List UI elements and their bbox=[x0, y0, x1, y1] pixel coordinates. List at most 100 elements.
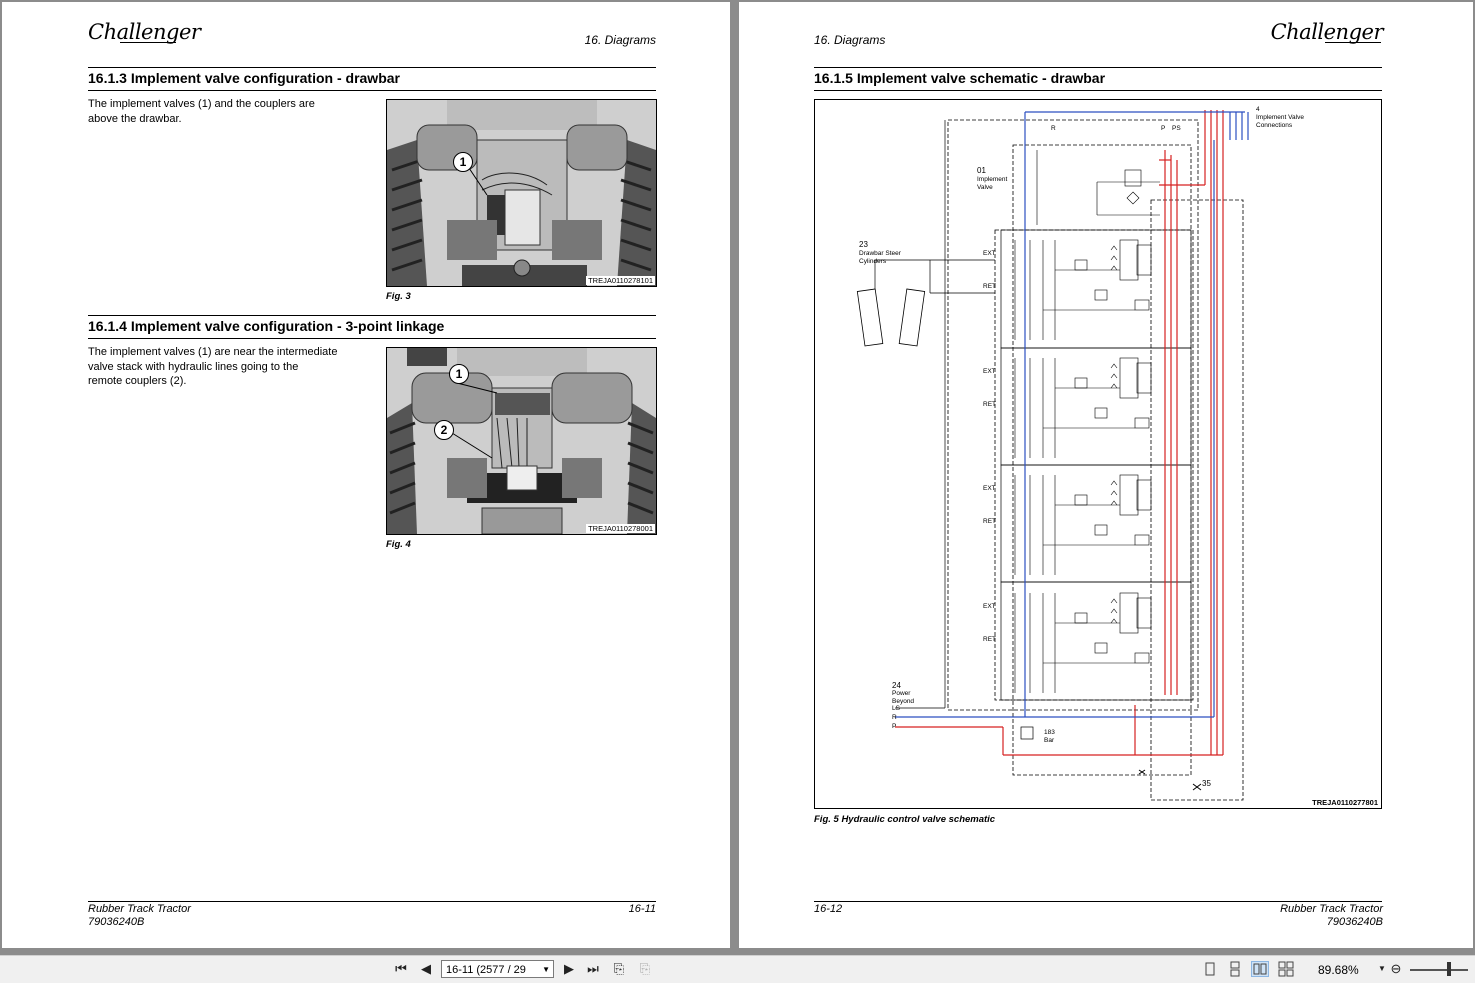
zoom-out-icon[interactable]: ⊖ bbox=[1390, 961, 1402, 976]
label-drawbar-steer-cylinders: Drawbar Steer Cylinders bbox=[859, 250, 901, 265]
section-16-1-4-text: The implement valves (1) are near the in… bbox=[88, 345, 337, 389]
text-line: remote couplers (2). bbox=[88, 375, 187, 387]
label-ret: RET bbox=[983, 401, 996, 408]
footer-doc-number: 79036240B bbox=[88, 916, 145, 928]
next-page-icon[interactable]: ▶ bbox=[564, 961, 574, 976]
label-line: Implement Valve bbox=[1256, 114, 1304, 121]
label-ext: EXT bbox=[983, 368, 996, 375]
prev-page-icon[interactable]: ◀ bbox=[421, 961, 431, 976]
port-r: R bbox=[892, 714, 897, 721]
logo-underline bbox=[120, 42, 176, 43]
label-line: 183 bbox=[1044, 729, 1055, 736]
top-port-r: R bbox=[1051, 125, 1056, 132]
top-port-p: P bbox=[1161, 125, 1166, 132]
two-page-continuous-icon[interactable] bbox=[1277, 961, 1295, 977]
right-page: Challenger 16. Diagrams 16.1.5 Implement… bbox=[739, 2, 1473, 948]
chevron-down-icon[interactable]: ▼ bbox=[542, 965, 550, 974]
zoom-percent: 89.68% bbox=[1318, 963, 1359, 977]
page-number-input[interactable]: 16-11 (2577 / 29 ▼ bbox=[441, 960, 554, 978]
figure-4-caption: Fig. 4 bbox=[386, 539, 411, 550]
page-number: 16-12 bbox=[814, 903, 843, 915]
zoom-value[interactable]: 89.68% bbox=[1318, 963, 1359, 977]
figure-id: TREJA0110277801 bbox=[1310, 798, 1380, 807]
callout-1: 1 bbox=[449, 364, 469, 384]
section-rule bbox=[88, 90, 656, 91]
section-16-1-3-text: The implement valves (1) and the coupler… bbox=[88, 97, 315, 126]
running-head: 16. Diagrams bbox=[584, 33, 656, 47]
zoom-slider[interactable] bbox=[1410, 969, 1468, 971]
last-page-icon[interactable]: ⏭ bbox=[587, 961, 599, 976]
footer-rule bbox=[814, 901, 1382, 902]
label-implement-valve-connections: Implement Valve Connections bbox=[1256, 114, 1304, 129]
footer-doc-number: 79036240B bbox=[1326, 916, 1383, 928]
two-page-icon[interactable] bbox=[1251, 961, 1269, 977]
figure-4-image: 1 2 TREJA0110278001 bbox=[386, 347, 657, 535]
page-number-value: 16-11 (2577 / 29 bbox=[446, 964, 526, 976]
first-page-icon[interactable]: ⏮ bbox=[395, 961, 407, 976]
zoom-dropdown-icon[interactable]: ▼ bbox=[1378, 964, 1386, 973]
figure-3-caption: Fig. 3 bbox=[386, 291, 411, 302]
top-port-ps: PS bbox=[1172, 125, 1181, 132]
label-line: Valve bbox=[977, 183, 993, 191]
label-01: 01 bbox=[977, 166, 986, 175]
label-ret: RET bbox=[983, 518, 996, 525]
label-line: Drawbar Steer bbox=[859, 250, 901, 257]
label-ret: RET bbox=[983, 636, 996, 643]
port-p: P bbox=[892, 723, 897, 730]
footer-rule bbox=[88, 901, 656, 902]
tractor-rear-drawbar-illustration bbox=[387, 100, 656, 286]
left-page: Challenger 16. Diagrams 16.1.3 Implement… bbox=[2, 2, 730, 948]
figure-3-image: 1 TREJA0110278101 bbox=[386, 99, 657, 287]
label-connections-num: 4 bbox=[1256, 106, 1260, 113]
label-line: Connections bbox=[1256, 121, 1293, 129]
label-line: Beyond bbox=[892, 697, 915, 705]
section-title-16-1-4: 16.1.4 Implement valve configuration - 3… bbox=[88, 318, 445, 334]
challenger-logo: Challenger bbox=[88, 20, 201, 44]
text-line: above the drawbar. bbox=[88, 112, 182, 125]
figure-5-caption: Fig. 5 Hydraulic control valve schematic bbox=[814, 814, 996, 825]
label-ext: EXT bbox=[983, 603, 996, 610]
viewer-toolbar: ⏮ ◀ 16-11 (2577 / 29 ▼ ▶ ⏭ ⎘ ⎘ 89.68% ▼ … bbox=[0, 955, 1475, 983]
label-ext: EXT bbox=[983, 485, 996, 492]
header-rule bbox=[814, 67, 1382, 68]
text-line: The implement valves (1) and the coupler… bbox=[88, 98, 315, 110]
figure-id: TREJA0110278001 bbox=[586, 524, 655, 533]
forward-view-icon[interactable]: ⎘ bbox=[639, 961, 651, 976]
label-implement-valve: Implement Valve bbox=[977, 176, 1007, 191]
zoom-slider-thumb[interactable] bbox=[1447, 962, 1451, 976]
logo-underline bbox=[1325, 42, 1381, 43]
text-line: The implement valves (1) are near the in… bbox=[88, 346, 338, 358]
tractor-rear-3-point-illustration bbox=[387, 348, 656, 534]
figure-id: TREJA0110278101 bbox=[586, 276, 655, 285]
label-relief-183-bar: 183 Bar bbox=[1044, 729, 1055, 744]
section-rule bbox=[88, 315, 656, 316]
footer-title: Rubber Track Tractor bbox=[1280, 903, 1383, 915]
text-line: valve stack with hydraulic lines going t… bbox=[88, 360, 299, 373]
label-24: 24 bbox=[892, 681, 901, 690]
footer-title: Rubber Track Tractor bbox=[88, 903, 191, 915]
label-power-beyond: Power Beyond bbox=[892, 690, 914, 705]
page-number: 16-11 bbox=[628, 903, 656, 915]
continuous-icon[interactable] bbox=[1226, 961, 1244, 977]
label-line: Bar bbox=[1044, 736, 1055, 744]
label-line: Cylinders bbox=[859, 257, 887, 265]
hydraulic-schematic: 4 Implement Valve Connections R P PS 01 … bbox=[814, 99, 1382, 809]
section-rule bbox=[88, 338, 656, 339]
single-page-icon[interactable] bbox=[1201, 961, 1219, 977]
section-rule bbox=[814, 90, 1382, 91]
section-title-16-1-3: 16.1.3 Implement valve configuration - d… bbox=[88, 70, 400, 86]
schematic-drawing bbox=[856, 110, 1249, 801]
label-35: 35 bbox=[1202, 779, 1211, 788]
port-ls: LS bbox=[892, 705, 900, 712]
footer-left: Rubber Track Tractor 79036240B bbox=[88, 903, 191, 929]
footer-right: Rubber Track Tractor 79036240B bbox=[1280, 903, 1383, 929]
label-ext: EXT bbox=[983, 250, 996, 257]
label-ret: RET bbox=[983, 283, 996, 290]
callout-2: 2 bbox=[434, 420, 454, 440]
back-view-icon[interactable]: ⎘ bbox=[613, 961, 625, 976]
label-23: 23 bbox=[859, 240, 868, 249]
running-head: 16. Diagrams bbox=[814, 33, 886, 47]
label-line: Implement bbox=[977, 176, 1008, 183]
challenger-logo: Challenger bbox=[1270, 20, 1384, 44]
callout-1: 1 bbox=[453, 152, 473, 172]
